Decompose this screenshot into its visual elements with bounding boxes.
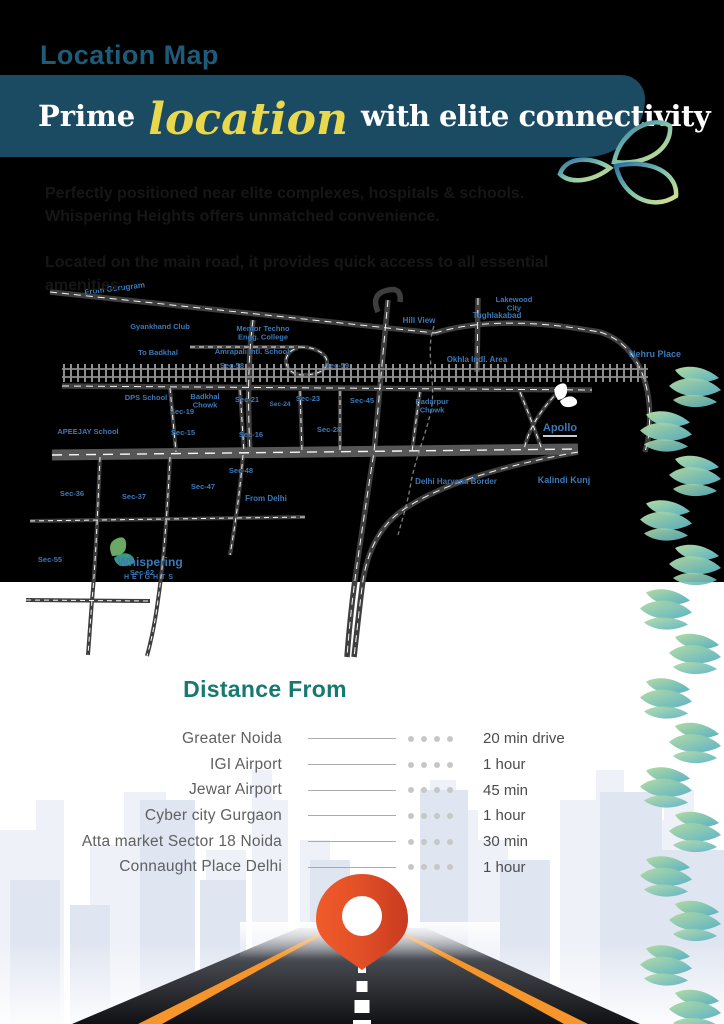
distance-place-label: Greater Noida [182, 729, 282, 747]
distance-row: Jewar Airport 45 min [50, 777, 565, 803]
distance-row: Atta market Sector 18 Noida 30 min [50, 829, 565, 855]
distance-row: Greater Noida 20 min drive [50, 726, 565, 752]
lotus-leaf-icon [640, 678, 692, 719]
distance-time-value: 20 min drive [483, 730, 565, 748]
distance-place-label: IGI Airport [210, 755, 282, 773]
distance-dots [408, 735, 453, 742]
distance-connector-line [308, 866, 396, 868]
distance-connector-line [308, 841, 396, 843]
lotus-leaf-icon [640, 589, 692, 630]
distance-time-value: 1 hour [483, 807, 526, 825]
distance-place-label: Atta market Sector 18 Noida [81, 832, 282, 850]
distance-dots [408, 812, 453, 819]
distance-time-value: 1 hour [483, 756, 526, 774]
banner-text-suffix: with elite connectivity [361, 99, 711, 133]
location-pin-icon [316, 874, 408, 970]
distance-dots [408, 787, 453, 794]
distance-connector-line [308, 789, 396, 791]
distance-connector-line [308, 815, 396, 817]
intro-paragraph-2: Located on the main road, it provides qu… [45, 254, 549, 295]
page-title: Location Map [40, 40, 219, 70]
distance-time-value: 1 hour [483, 858, 526, 876]
distance-connector-line [308, 764, 396, 766]
banner-leaf-logo-icon [557, 120, 679, 205]
distance-dots [408, 761, 453, 768]
distance-place-label: Cyber city Gurgaon [144, 806, 282, 824]
distance-time-value: 45 min [483, 781, 529, 799]
distance-place-label: Connaught Place Delhi [119, 858, 282, 876]
distance-row: Connaught Place Delhi 1 hour [50, 854, 565, 880]
distance-place-label: Jewar Airport [188, 781, 282, 799]
distance-time-value: 30 min [483, 833, 529, 851]
headline-banner: Prime location with elite connectivity [0, 75, 711, 157]
distance-dots [408, 838, 453, 845]
distance-connector-line [308, 738, 396, 740]
intro-copy: Perfectly positioned near elite complexe… [45, 183, 590, 298]
intro-paragraph-1: Perfectly positioned near elite complexe… [45, 185, 525, 225]
distance-row: Cyber city Gurgaon 1 hour [50, 803, 565, 829]
banner-text-prefix: Prime [38, 99, 136, 133]
lotus-leaf-icon [669, 633, 721, 675]
distance-row: IGI Airport 1 hour [50, 752, 565, 778]
distance-dots [408, 864, 453, 871]
distance-section-title: Distance From [183, 676, 347, 702]
banner-text-highlight: location [148, 93, 348, 145]
